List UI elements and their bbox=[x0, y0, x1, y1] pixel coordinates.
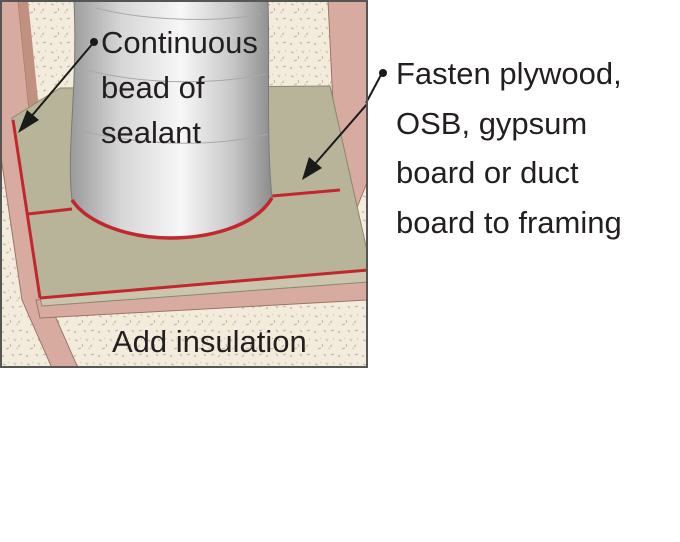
arrow-head-fasten-icon bbox=[302, 157, 322, 180]
sealant-bead-left-seam bbox=[27, 207, 73, 216]
fasten-label-line-4: board to framing bbox=[396, 204, 622, 240]
leader-line-fasten bbox=[313, 102, 367, 166]
duct-seam-2 bbox=[85, 69, 267, 83]
illustration-panel bbox=[1, 1, 367, 367]
leader-dot-fasten-icon bbox=[379, 69, 387, 77]
duct-seam-1 bbox=[95, 7, 263, 20]
insulation-label: Add insulation bbox=[112, 324, 307, 359]
sealant-bead-left-edge bbox=[11, 119, 42, 299]
fasten-label: Fasten plywood, OSB, gypsum board or duc… bbox=[396, 49, 680, 247]
leader-line-fasten-ext bbox=[365, 72, 383, 104]
sealant-bead-right-seam bbox=[271, 188, 341, 198]
sealant-label: Continuous bead of sealant bbox=[101, 20, 281, 155]
sealant-bead-bottom-edge bbox=[39, 268, 367, 300]
sealant-label-line-2: bead of bbox=[101, 70, 205, 105]
fasten-label-line-3: board or duct bbox=[396, 155, 579, 190]
leader-line-sealant bbox=[29, 41, 95, 119]
sealant-label-line-1: Continuous bbox=[101, 25, 258, 60]
leader-dot-sealant-icon bbox=[90, 38, 98, 46]
sealant-bead-duct-icon bbox=[70, 197, 274, 240]
fasten-label-line-1: Fasten plywood, bbox=[396, 56, 622, 91]
panel-border bbox=[0, 0, 368, 368]
duct-seam-3 bbox=[77, 129, 269, 144]
fasten-label-line-2: OSB, gypsum bbox=[396, 105, 588, 141]
arrow-head-sealant-icon bbox=[18, 110, 39, 133]
sealant-label-line-3: sealant bbox=[101, 115, 201, 150]
